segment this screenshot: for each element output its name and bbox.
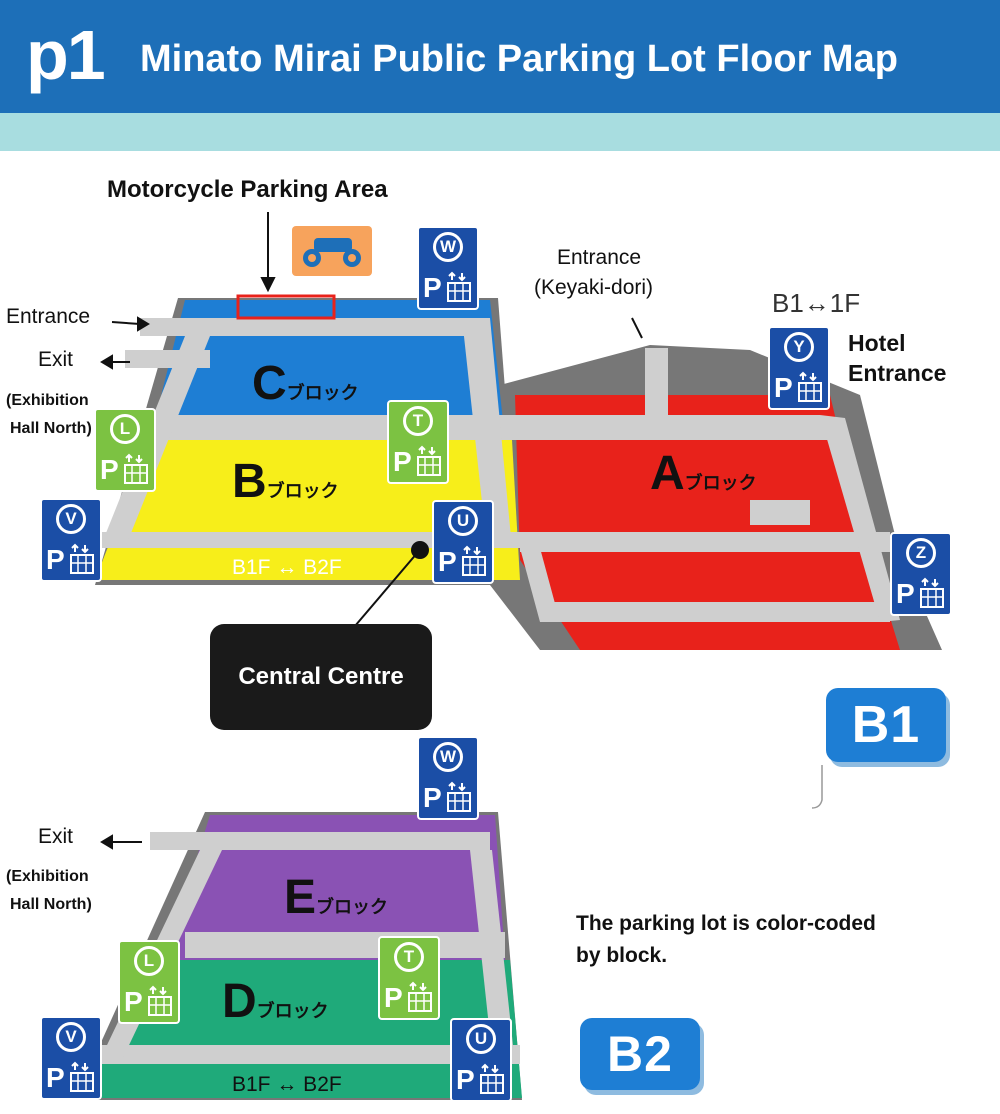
block-e-letter: E — [284, 871, 317, 924]
exit-b1-label: Exit — [38, 348, 74, 371]
entrance-left-label: Entrance — [6, 305, 91, 328]
block-a-area — [515, 395, 900, 650]
entrance-keyaki-line1: Entrance — [557, 246, 642, 269]
parking-p-letter: P — [438, 546, 457, 577]
parking-p-letter: P — [423, 272, 442, 303]
level-badge-b1: B1 — [826, 688, 946, 762]
block-b-letter: B — [232, 455, 267, 508]
exhibition-b2-line2: Hall North) — [10, 896, 92, 913]
page-label: p1 — [26, 16, 106, 94]
elevator-letter: V — [56, 504, 86, 534]
page-title: Minato Mirai Public Parking Lot Floor Ma… — [140, 38, 898, 80]
elevator-letter: L — [134, 946, 164, 976]
block-d-suffix: ブロック — [256, 1001, 329, 1021]
note-line1: The parking lot is color-coded — [576, 912, 876, 935]
elevator-letter: T — [403, 406, 433, 436]
hotel-entrance-line2: Entrance — [848, 360, 947, 386]
elevator-icon — [480, 1063, 504, 1094]
parking-p-letter: P — [46, 544, 65, 575]
block-e-suffix: ブロック — [316, 897, 389, 917]
parking-p-letter: P — [46, 1062, 65, 1093]
elevator-icon — [70, 543, 94, 574]
elevator-letter: T — [394, 942, 424, 972]
parking-p-letter: P — [124, 986, 143, 1017]
parking-p-letter: P — [896, 578, 915, 609]
elevator-icon — [462, 545, 486, 576]
elevator-letter: V — [56, 1022, 86, 1052]
parking-p-letter: P — [100, 454, 119, 485]
elevator-letter: W — [433, 742, 463, 772]
header-bar: p1 Minato Mirai Public Parking Lot Floor… — [0, 0, 1000, 113]
central-centre-callout: Central Centre — [210, 624, 432, 730]
parking-p-letter: P — [774, 372, 793, 403]
level-link-top-label: B1↔1F — [772, 288, 861, 318]
block-d-label: Dブロック — [222, 974, 329, 1029]
elevator-icon — [798, 371, 822, 402]
motorcycle-area-label: Motorcycle Parking Area — [107, 176, 388, 203]
exhibition-b1-line1: (Exhibition — [6, 392, 89, 409]
block-a-label: Aブロック — [650, 446, 757, 501]
block-b-label: Bブロック — [232, 454, 339, 509]
elevator-icon — [920, 577, 944, 608]
block-a-suffix: ブロック — [684, 473, 757, 493]
block-c-letter: C — [252, 357, 287, 410]
note-line2: by block. — [576, 944, 668, 967]
parking-p-letter: P — [423, 782, 442, 813]
motorcycle-area-outline — [236, 294, 336, 320]
block-b-suffix: ブロック — [266, 481, 339, 501]
elevator-icon — [417, 445, 441, 476]
elevator-letter: Z — [906, 538, 936, 568]
block-a-letter: A — [650, 447, 685, 500]
elevator-icon — [70, 1061, 94, 1092]
b1f-b2f-upper-label: B1F ↔ B2F — [232, 556, 342, 579]
block-c-suffix: ブロック — [286, 383, 359, 403]
block-e-label: Eブロック — [284, 870, 388, 925]
block-d-letter: D — [222, 975, 257, 1028]
elevator-letter: W — [433, 232, 463, 262]
central-centre-marker — [411, 541, 429, 559]
entrance-keyaki-line2: (Keyaki-dori) — [534, 276, 654, 299]
exhibition-b2-line1: (Exhibition — [6, 868, 89, 885]
parking-p-letter: P — [456, 1064, 475, 1095]
elevator-icon — [447, 781, 471, 812]
block-c-label: Cブロック — [252, 356, 359, 411]
elevator-icon — [124, 453, 148, 484]
hotel-entrance-line1: Hotel — [848, 330, 906, 356]
elevator-icon — [148, 985, 172, 1016]
elevator-icon — [447, 271, 471, 302]
elevator-letter: Y — [784, 332, 814, 362]
elevator-icon — [408, 981, 432, 1012]
b1f-b2f-lower-label: B1F ↔ B2F — [232, 1073, 342, 1096]
motorcycle-icon — [303, 238, 361, 267]
parking-p-letter: P — [393, 446, 412, 477]
elevator-letter: L — [110, 414, 140, 444]
elevator-letter: U — [466, 1024, 496, 1054]
exit-b2-label: Exit — [38, 825, 74, 848]
exhibition-b1-line2: Hall North) — [10, 420, 92, 437]
elevator-letter: U — [448, 506, 478, 536]
parking-p-letter: P — [384, 982, 403, 1013]
header-band — [0, 113, 1000, 151]
level-badge-b2: B2 — [580, 1018, 700, 1090]
block-e-area — [165, 815, 505, 960]
